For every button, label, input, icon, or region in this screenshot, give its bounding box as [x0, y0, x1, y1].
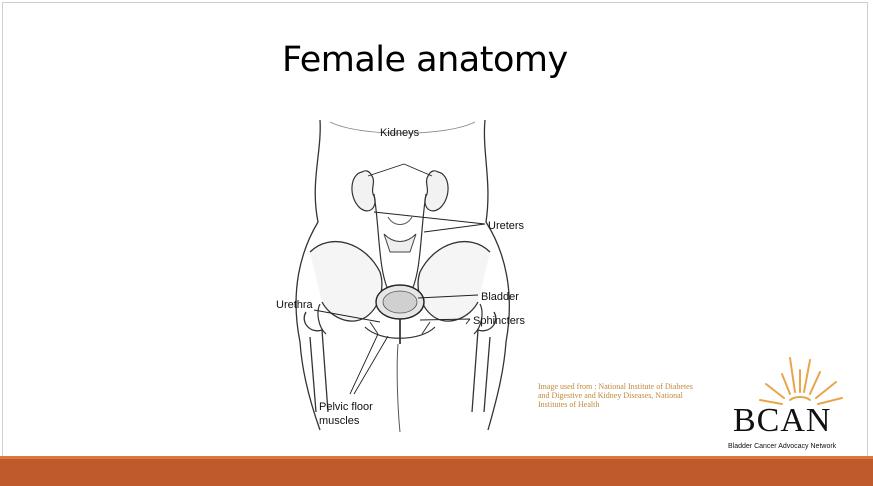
label-kidneys: Kidneys [380, 127, 420, 139]
female-anatomy-illustration: Kidneys Ureters Bladder Sphincters Ureth… [270, 112, 570, 442]
label-urethra: Urethra [276, 299, 314, 311]
footer-bar [0, 456, 873, 486]
slide-title: Female anatomy [282, 40, 568, 80]
bcan-tagline: Bladder Cancer Advocacy Network [728, 443, 836, 450]
label-pelvic-floor-line2: muscles [319, 415, 360, 427]
label-pelvic-floor-line1: Pelvic floor [319, 401, 373, 413]
label-sphincters: Sphincters [473, 315, 525, 327]
label-bladder: Bladder [481, 291, 519, 303]
label-ureters: Ureters [488, 220, 525, 232]
bcan-logo-text: BCAN [733, 402, 831, 440]
